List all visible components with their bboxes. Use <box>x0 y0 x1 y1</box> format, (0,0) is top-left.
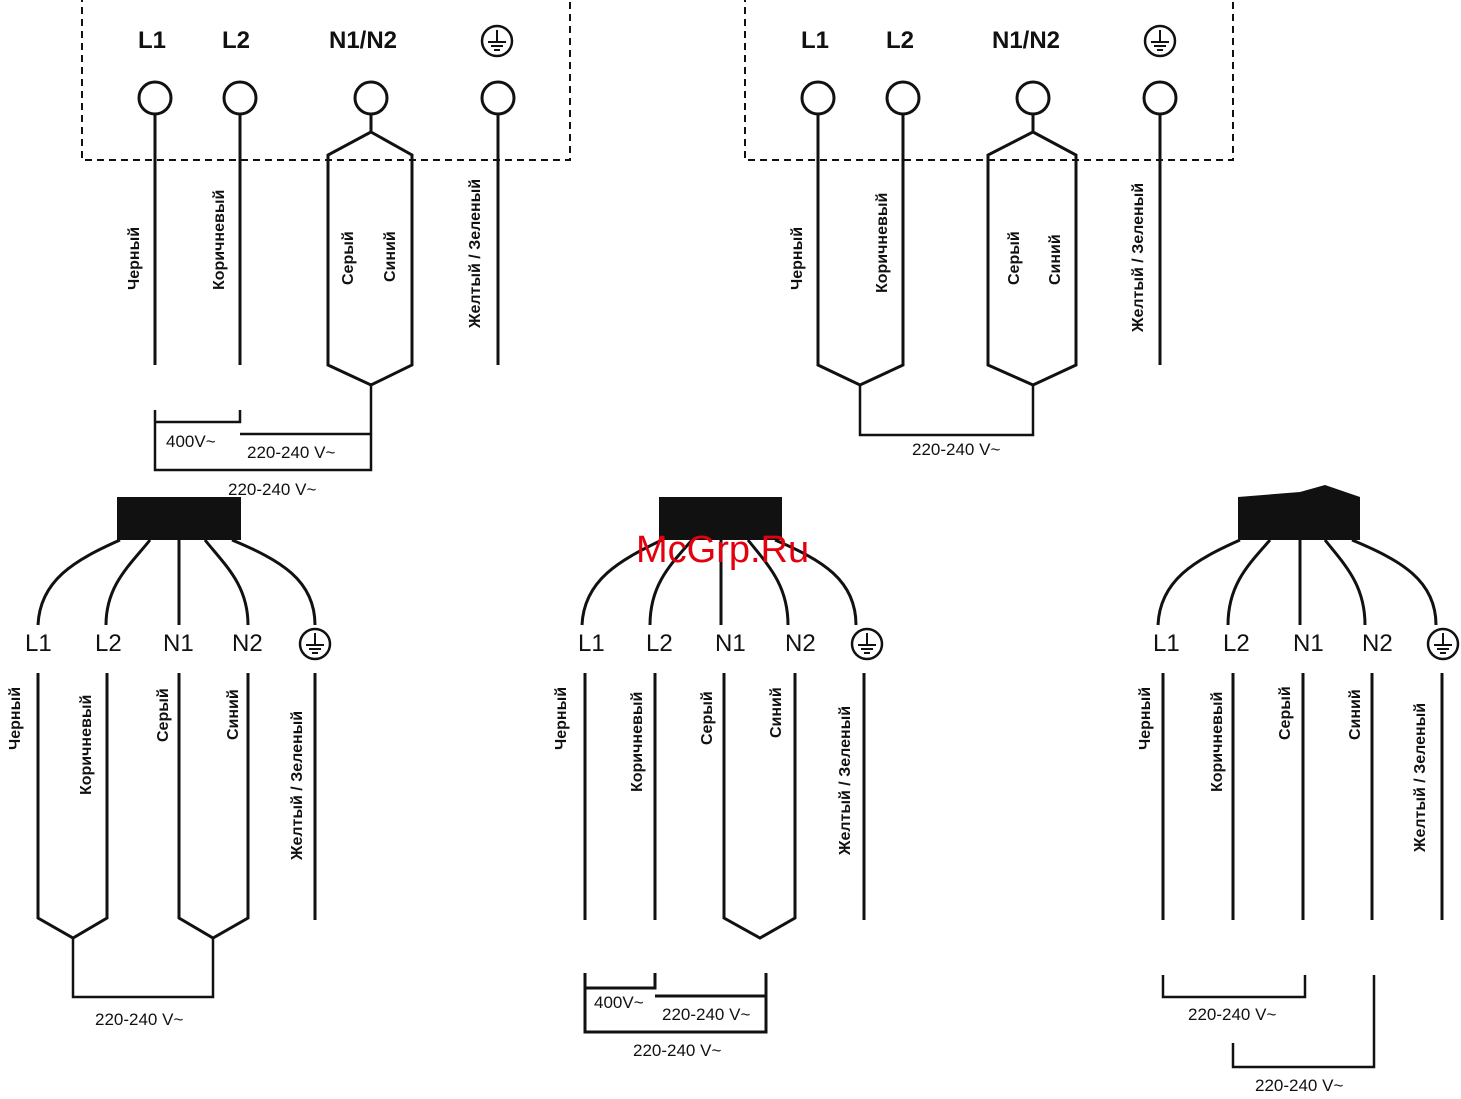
bottom-middle-diagram: L1 L2 N1 N2 Черный Коричневый Серый Сини… <box>553 497 884 1060</box>
voltage-230: 220-240 V~ <box>912 440 1000 459</box>
terminal-block-outline <box>81 0 571 161</box>
wire-label-blue: Синий <box>768 687 785 738</box>
earth-icon <box>1426 627 1460 661</box>
voltage-400: 400V~ <box>166 432 216 451</box>
top-left-diagram: L1 L2 N1/N2 Черный Коричневый Серый Сини… <box>81 0 571 499</box>
terminal-label-l1: L1 <box>25 630 52 657</box>
terminal-earth <box>480 80 516 116</box>
terminal-earth <box>1142 80 1178 116</box>
terminal-label-n1: N1 <box>715 630 746 657</box>
terminal-label-l2: L2 <box>95 630 122 657</box>
earth-icon <box>298 627 332 661</box>
voltage-400: 400V~ <box>594 993 644 1012</box>
bottom-right-diagram: L1 L2 N1 N2 Черный Коричневый Серый Сини… <box>1137 485 1460 1095</box>
wire-label-blue: Синий <box>225 689 242 740</box>
terminal-label-n2: N2 <box>785 630 816 657</box>
wire-label-grey: Серый <box>1006 231 1023 285</box>
voltage-230-outer: 220-240 V~ <box>228 480 316 499</box>
voltage-230-inner: 220-240 V~ <box>247 443 335 462</box>
terminal-l1 <box>800 80 836 116</box>
wire-label-brown: Коричневый <box>78 695 95 795</box>
bottom-left-diagram: L1 L2 N1 N2 Черный Коричневый Серый Сини… <box>7 497 332 1029</box>
terminal-label-n1: N1 <box>163 630 194 657</box>
wire-label-earth: Желтый / Зеленый <box>467 179 484 329</box>
wire-label-blue: Синий <box>1047 234 1064 285</box>
watermark-text: McGrp.Ru <box>636 529 809 571</box>
wire-label-earth: Желтый / Зеленый <box>289 711 306 861</box>
voltage-230: 220-240 V~ <box>95 1010 183 1029</box>
wire-label-earth: Желтый / Зеленый <box>1130 183 1147 333</box>
wire-label-black: Черный <box>1137 687 1154 750</box>
terminal-label-n2: N2 <box>1362 630 1393 657</box>
wire-label-blue: Синий <box>1347 689 1364 740</box>
cable-plug <box>117 497 241 540</box>
terminal-label-n: N1/N2 <box>992 27 1060 54</box>
voltage-230-inner: 220-240 V~ <box>662 1005 750 1024</box>
wire-label-brown: Коричневый <box>874 193 891 293</box>
earth-icon <box>850 627 884 661</box>
wire-label-black: Черный <box>7 687 24 750</box>
wire-label-grey: Серый <box>340 231 357 285</box>
terminal-label-l1: L1 <box>578 630 605 657</box>
wire-label-grey: Серый <box>1277 686 1294 740</box>
terminal-label-n2: N2 <box>232 630 263 657</box>
wire-label-brown: Коричневый <box>211 190 228 290</box>
terminal-label-l2: L2 <box>646 630 673 657</box>
cable-plug <box>1238 485 1360 540</box>
terminal-label-l2: L2 <box>886 27 914 54</box>
earth-icon <box>1143 24 1177 58</box>
earth-icon <box>480 24 514 58</box>
cable-plug <box>659 497 782 540</box>
top-right-diagram: L1 L2 N1/N2 Черный Коричневый Серый Сини… <box>744 0 1234 459</box>
wire-label-brown: Коричневый <box>629 692 646 792</box>
wire-label-grey: Серый <box>699 691 716 745</box>
terminal-l2 <box>885 80 921 116</box>
terminal-n <box>353 80 389 116</box>
voltage-230-upper: 220-240 V~ <box>1188 1005 1276 1024</box>
wire-label-earth: Желтый / Зеленый <box>837 706 854 856</box>
terminal-l2 <box>222 80 258 116</box>
terminal-label-n1: N1 <box>1293 630 1324 657</box>
wire-label-blue: Синий <box>382 231 399 282</box>
terminal-label-l1: L1 <box>138 27 166 54</box>
terminal-label-n: N1/N2 <box>329 27 397 54</box>
terminal-label-l1: L1 <box>801 27 829 54</box>
wire-label-black: Черный <box>553 687 570 750</box>
voltage-230-outer: 220-240 V~ <box>633 1041 721 1060</box>
wire-label-brown: Коричневый <box>1209 692 1226 792</box>
terminal-label-l1: L1 <box>1153 630 1180 657</box>
wire-label-black: Черный <box>126 227 143 290</box>
voltage-230-lower: 220-240 V~ <box>1255 1076 1343 1095</box>
wire-label-earth: Желтый / Зеленый <box>1412 703 1429 853</box>
terminal-n <box>1015 80 1051 116</box>
wire-label-grey: Серый <box>155 688 172 742</box>
terminal-label-l2: L2 <box>1223 630 1250 657</box>
terminal-label-l2: L2 <box>222 27 250 54</box>
wire-label-black: Черный <box>789 227 806 290</box>
terminal-l1 <box>137 80 173 116</box>
